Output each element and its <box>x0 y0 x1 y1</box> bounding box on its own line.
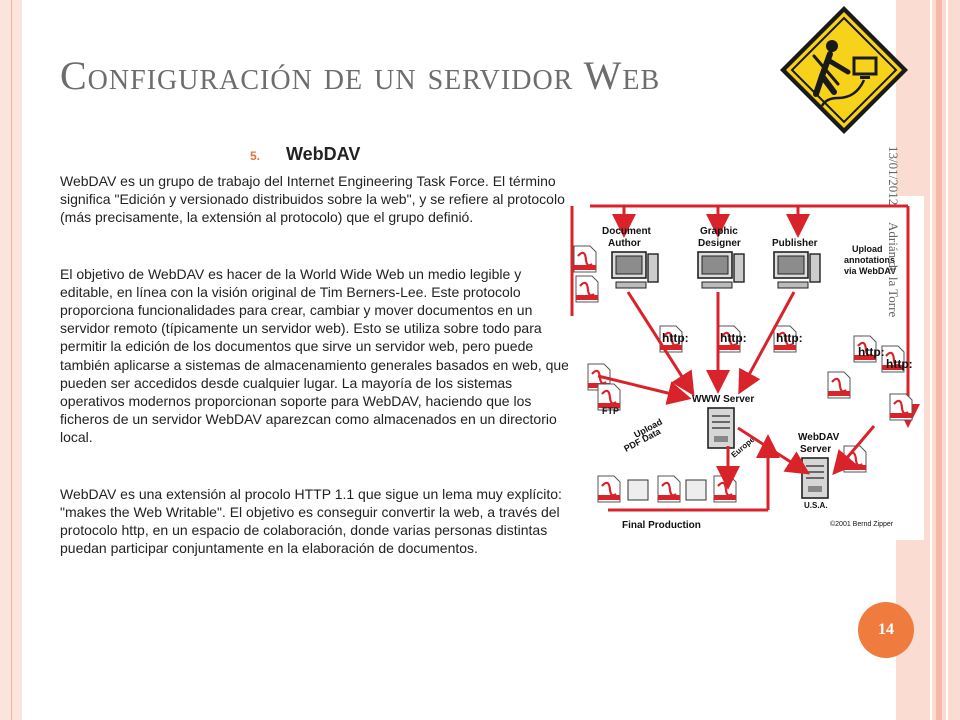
upload-annotations-label: annotations <box>844 255 895 265</box>
upload-annotations-label: via WebDAV <box>844 266 896 276</box>
side-author: Adrián de la Torre <box>886 222 901 318</box>
paragraph: El objetivo de WebDAV es hacer de la Wor… <box>60 265 569 446</box>
section-heading: 5. WebDAV <box>250 144 360 165</box>
workstation-icon <box>611 251 659 289</box>
role-label: Graphic <box>700 226 738 237</box>
copyright-label: ©2001 Bernd Zipper <box>830 520 894 528</box>
side-footer: 13/01/2012 Adrián de la Torre <box>877 146 901 446</box>
workstation-icon <box>773 251 821 289</box>
construction-sign-icon <box>780 6 908 134</box>
role-label: Designer <box>698 238 741 249</box>
pdf-document-icon <box>572 244 598 274</box>
body-text: WebDAV es un grupo de trabajo del Intern… <box>60 172 570 595</box>
server-icon <box>707 407 735 449</box>
section-title: WebDAV <box>286 144 361 164</box>
ftp-label: FTP <box>602 406 619 416</box>
www-server-label: WWW Server <box>692 394 754 405</box>
workstation-icon <box>697 251 745 289</box>
role-label: Author <box>608 238 641 249</box>
right-stripe <box>946 0 948 720</box>
role-label: Document <box>602 226 652 237</box>
role-label: Publisher <box>772 238 818 249</box>
http-label: http: <box>858 345 885 359</box>
usa-label: U.S.A. <box>804 501 828 510</box>
pdf-document-icon <box>656 474 682 504</box>
paragraph: WebDAV es un grupo de trabajo del Intern… <box>60 173 565 226</box>
paragraph: WebDAV es una extensión al procolo HTTP … <box>60 485 562 557</box>
left-border-line <box>11 0 12 720</box>
http-label: http: <box>662 331 689 345</box>
http-label: http: <box>776 331 803 345</box>
right-stripe <box>936 0 942 720</box>
right-stripe <box>930 0 932 720</box>
side-date: 13/01/2012 <box>886 146 901 206</box>
webdav-diagram: Document Author Graphic Designer Publish… <box>568 196 924 540</box>
http-label: http: <box>886 357 913 371</box>
upload-annotations-label: Upload <box>852 244 883 254</box>
server-icon <box>801 457 829 499</box>
webdav-server-label: WebDAV <box>798 432 840 443</box>
page-number-badge: 14 <box>858 602 914 658</box>
final-production-label: Final Production <box>622 520 701 531</box>
pdf-document-icon <box>826 370 852 400</box>
section-number: 5. <box>250 149 261 163</box>
pdf-document-icon <box>712 474 738 504</box>
webdav-server-label: Server <box>800 444 831 455</box>
pdf-document-icon <box>574 274 600 304</box>
http-label: http: <box>720 331 747 345</box>
slide-title: Configuración de un servidor Web <box>60 53 661 98</box>
pdf-document-icon <box>596 474 622 504</box>
